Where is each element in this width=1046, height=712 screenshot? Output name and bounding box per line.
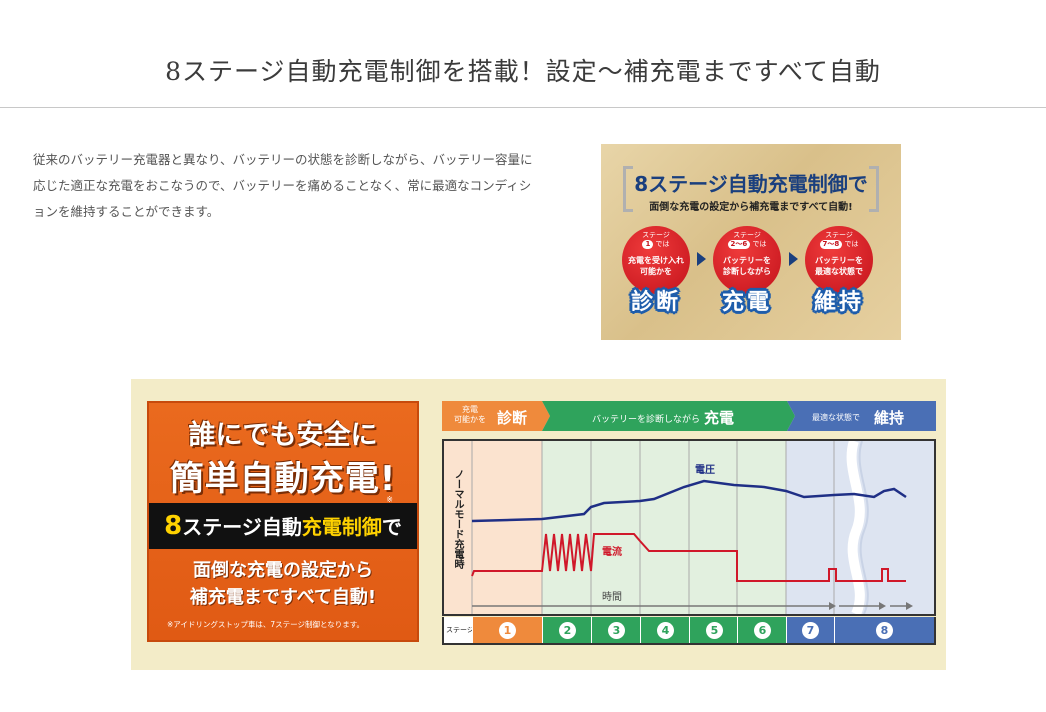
promo-panel: 誰にでも安全に 簡単自動充電! ※ 8ステージ自動充電制御で 面倒な充電の設定か… — [147, 401, 419, 642]
stage-cell: 6 — [737, 617, 786, 643]
stage-cell: 3 — [591, 617, 640, 643]
time-arrow-icon — [906, 602, 913, 610]
big-label-diagnose: 診断 — [630, 290, 681, 315]
stage-bg-green — [542, 441, 786, 614]
intro-line: 応じた適正な充電をおこなうので、バッテリーを痛めることなく、常に最適なコンディシ — [33, 178, 532, 193]
promo-body: 面倒な充電の設定から 補充電まですべて自動! — [149, 557, 417, 611]
arrow-right-icon — [697, 252, 706, 266]
stage-number: 2 — [559, 622, 576, 639]
time-break-wave — [846, 441, 865, 614]
band-text: ステージ自動 — [182, 515, 302, 539]
intro-line: ョンを維持することができます。 — [33, 204, 220, 219]
step-line: バッテリーを — [815, 256, 863, 265]
intro-line: 従来のバッテリー充電器と異なり、バッテリーの状態を診断しながら、バッテリー容量に — [33, 152, 533, 167]
footnote-mark: ※ — [386, 495, 393, 504]
step-circle-maintain: ステージ 7〜8 では バッテリーを 最適な状態で — [805, 226, 873, 294]
promo-black-band: 8ステージ自動充電制御で — [149, 503, 417, 549]
stage-number: 5 — [706, 622, 723, 639]
stage-suffix: では — [844, 240, 859, 248]
phase-header-charge: バッテリーを診断しながら 充電 — [592, 401, 792, 432]
current-line — [471, 533, 906, 582]
big-label-maintain: 維持 — [813, 290, 864, 315]
banner-title: 8ステージ自動充電制御で — [634, 172, 868, 196]
eight-stage-banner-image: 8ステージ自動充電制御で 面倒な充電の設定から補充電まですべて自動! ステージ … — [601, 144, 901, 340]
bracket-right — [869, 166, 879, 212]
page-heading: 8ステージ自動充電制御を搭載！設定～補充電まですべて自動 — [165, 57, 881, 86]
step-circle-charge: ステージ 2〜6 では バッテリーを 診断しながら — [713, 226, 781, 294]
banner-subtitle: 面倒な充電の設定から補充電まですべて自動! — [649, 202, 853, 213]
y-axis-title: ノーマルモード充電時 — [452, 469, 463, 569]
time-label: 時間 — [602, 592, 622, 603]
voltage-line — [471, 479, 907, 523]
stage-gridlines — [471, 441, 835, 614]
stage-number: 1 — [499, 622, 516, 639]
phase-title: 充電 — [704, 409, 735, 427]
phase-small-text: 充電 — [462, 405, 478, 414]
big-label-charge: 充電 — [721, 290, 772, 315]
bracket-left — [623, 166, 633, 212]
plot-area: ノーマルモード充電時 電圧 電流 時間 — [442, 439, 936, 616]
stage-range: 2〜6 — [727, 240, 751, 249]
time-arrow-icon — [879, 602, 886, 610]
voltage-label: 電圧 — [695, 465, 715, 476]
phase-title: 維持 — [874, 409, 905, 427]
promo-body-line: 面倒な充電の設定から — [193, 560, 373, 581]
stage-number: 7 — [802, 622, 819, 639]
step-line: 可能かを — [640, 267, 672, 276]
phase-arrow-maintain — [787, 401, 936, 431]
stage-suffix: では — [752, 240, 767, 248]
phase-header-diagnose: 充電 可能かを 診断 — [454, 401, 544, 432]
charging-chart-banner: 誰にでも安全に 簡単自動充電! ※ 8ステージ自動充電制御で 面倒な充電の設定か… — [131, 379, 946, 670]
step-line: バッテリーを — [723, 256, 771, 265]
stage-range: 1 — [642, 240, 654, 249]
heading-divider — [0, 107, 1046, 108]
phase-small-text: 最適な状態で — [812, 413, 860, 422]
phase-header-maintain: 最適な状態で 維持 — [812, 401, 932, 432]
stage-number: 3 — [608, 622, 625, 639]
band-highlight: 充電制御 — [301, 515, 382, 539]
band-number: 8 — [164, 511, 183, 541]
stage-suffix: では — [655, 240, 670, 248]
band-text-end: で — [381, 515, 402, 539]
charge-curve-graph — [444, 441, 934, 614]
current-label: 電流 — [602, 547, 622, 558]
stage-number: 6 — [754, 622, 771, 639]
stage-number: 8 — [876, 622, 893, 639]
stage-cell: 2 — [542, 617, 591, 643]
stage-number-row: ステージ 1 2 3 4 5 6 7 8 — [442, 617, 936, 645]
stage-bg-1 — [444, 441, 542, 614]
stage-label: ステージ — [825, 231, 853, 239]
stage-cell: 1 — [472, 617, 542, 643]
time-break-wave-shadow — [858, 441, 869, 614]
stage-label: ステージ — [733, 231, 761, 239]
stage-range: 7〜8 — [819, 240, 843, 249]
stage-label: ステージ — [642, 231, 670, 239]
step-circle-diagnose: ステージ 1 では 充電を受け入れ 可能かを — [622, 226, 690, 294]
step-line: 最適な状態で — [815, 267, 863, 276]
stage-cell: 7 — [786, 617, 834, 643]
phase-small-text: バッテリーを診断しながら — [592, 415, 701, 425]
intro-paragraph: 従来のバッテリー充電器と異なり、バッテリーの状態を診断しながら、バッテリー容量に… — [33, 147, 601, 225]
stage-cell: 5 — [689, 617, 737, 643]
promo-footnote: ※アイドリングストップ車は、7ステージ制御となります。 — [167, 620, 365, 629]
time-arrow-icon — [829, 602, 836, 610]
arrow-right-icon — [789, 252, 798, 266]
phase-small-text: 可能かを — [454, 415, 486, 424]
step-line: 充電を受け入れ — [628, 256, 684, 265]
stage-cell: 4 — [640, 617, 689, 643]
promo-title: 誰にでも安全に — [188, 420, 378, 451]
stage-cell: 8 — [834, 617, 934, 643]
phase-header-arrows — [442, 401, 936, 431]
phase-arrow-diagnose — [442, 401, 550, 431]
phase-title: 診断 — [497, 409, 528, 427]
stage-number: 4 — [657, 622, 674, 639]
stage-axis-label: ステージ — [446, 626, 474, 634]
promo-headline: 簡単自動充電! — [169, 459, 397, 499]
phase-arrow-charge — [542, 401, 795, 431]
step-line: 診断しながら — [723, 267, 771, 276]
promo-body-line: 補充電まですべて自動! — [189, 587, 377, 608]
charging-diagram: 充電 可能かを 診断 バッテリーを診断しながら 充電 最適な状態で 維持 — [442, 401, 936, 646]
